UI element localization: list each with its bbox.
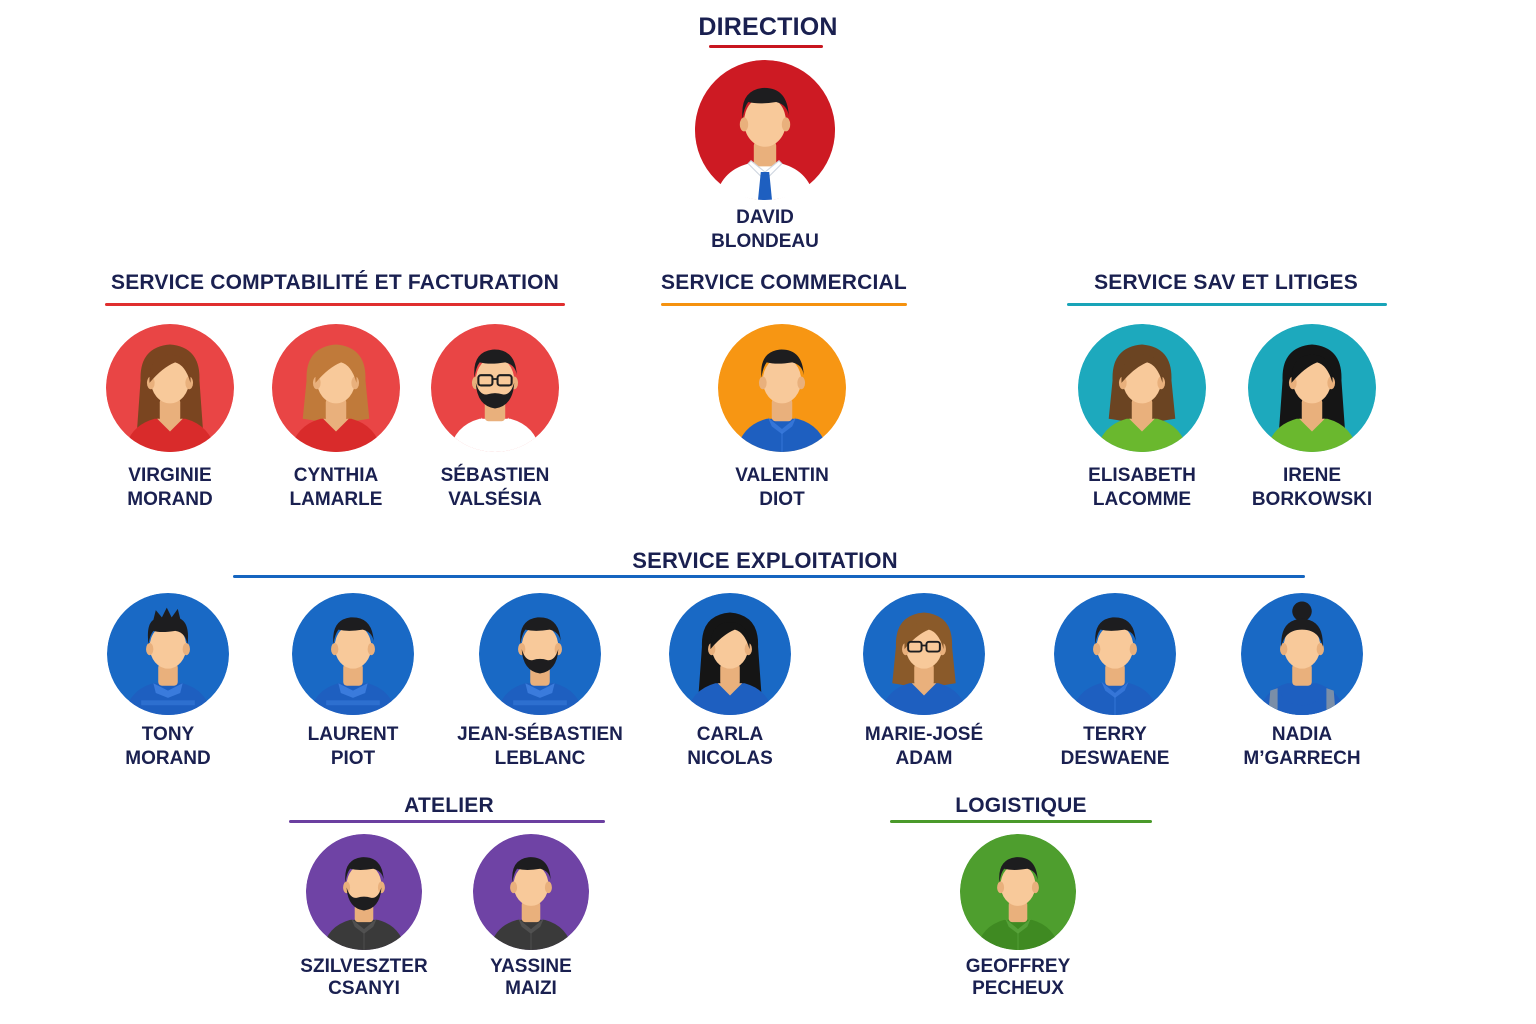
man-avatar-icon xyxy=(292,593,414,715)
direction-title: DIRECTION xyxy=(698,13,838,41)
woman-avatar-icon xyxy=(272,324,400,452)
compta-title: SERVICE COMPTABILITÉ ET FACTURATION xyxy=(110,271,560,294)
first-name: TONY xyxy=(141,724,195,745)
last-name: BLONDEAU xyxy=(711,231,819,252)
last-name: CSANYI xyxy=(328,978,400,999)
commercial-underline xyxy=(661,303,907,306)
last-name: BORKOWSKI xyxy=(1251,489,1373,510)
logistique-title: LOGISTIQUE xyxy=(955,794,1087,817)
exploitation-underline xyxy=(233,575,1305,578)
last-name: MORAND xyxy=(127,489,213,510)
last-name: MORAND xyxy=(125,748,211,769)
last-name: LACOMME xyxy=(1092,489,1192,510)
man-avatar-icon xyxy=(1054,593,1176,715)
first-name: VALENTIN xyxy=(735,465,829,486)
first-name: TERRY xyxy=(1083,724,1147,745)
last-name: PECHEUX xyxy=(972,978,1064,999)
person-terry-deswaene: TERRY DESWAENE xyxy=(1015,593,1215,771)
person-irene-borkowski: IRENE BORKOWSKI xyxy=(1212,324,1412,512)
woman-avatar-icon xyxy=(1078,324,1206,452)
woman-bun-avatar-icon xyxy=(1241,593,1363,715)
person-marie-jose-adam: MARIE-JOSÉ ADAM xyxy=(824,593,1024,771)
person-sebastien-valsesia: SÉBASTIEN VALSÉSIA xyxy=(395,324,595,512)
last-name: MAIZI xyxy=(505,978,557,999)
first-name: VIRGINIE xyxy=(128,465,212,486)
first-name: CARLA xyxy=(696,724,764,745)
woman-long-hair-avatar-icon xyxy=(669,593,791,715)
man-beard-glasses-avatar-icon xyxy=(431,324,559,452)
last-name: VALSÉSIA xyxy=(448,489,542,510)
person-virginie-morand: VIRGINIE MORAND xyxy=(70,324,270,512)
person-carla-nicolas: CARLA NICOLAS xyxy=(630,593,830,771)
last-name: LEBLANC xyxy=(494,748,586,769)
last-name: LAMARLE xyxy=(289,489,383,510)
first-name: LAURENT xyxy=(307,724,399,745)
man-avatar-icon xyxy=(960,834,1076,950)
first-name: SÉBASTIEN xyxy=(440,465,550,486)
person-elisabeth-lacomme: ELISABETH LACOMME xyxy=(1042,324,1242,512)
woman-long-hair-avatar-icon xyxy=(1248,324,1376,452)
first-name: SZILVESZTER xyxy=(300,956,428,977)
man-beard-avatar-icon xyxy=(306,834,422,950)
person-laurent-piot: LAURENT PIOT xyxy=(253,593,453,771)
last-name: M’GARRECH xyxy=(1243,748,1361,769)
person-cynthia-lamarle: CYNTHIA LAMARLE xyxy=(236,324,436,512)
direction-underline xyxy=(709,45,823,48)
first-name: CYNTHIA xyxy=(293,465,379,486)
last-name: ADAM xyxy=(895,748,953,769)
woman-long-hair-avatar-icon xyxy=(106,324,234,452)
person-tony-morand: TONY MORAND xyxy=(68,593,268,771)
person-nadia-mgarrech: NADIA M’GARRECH xyxy=(1202,593,1402,771)
logistique-underline xyxy=(890,820,1152,823)
last-name: PIOT xyxy=(330,748,376,769)
man-avatar-icon xyxy=(718,324,846,452)
atelier-title: ATELIER xyxy=(404,794,494,817)
last-name: DESWAENE xyxy=(1060,748,1170,769)
man-beard-avatar-icon xyxy=(479,593,601,715)
man-tie-avatar-icon xyxy=(690,60,840,200)
woman-glasses-avatar-icon xyxy=(863,593,985,715)
first-name: ELISABETH xyxy=(1088,465,1196,486)
first-name: MARIE-JOSÉ xyxy=(864,724,984,745)
man-spiky-hair-avatar-icon xyxy=(107,593,229,715)
atelier-underline xyxy=(289,820,605,823)
exploitation-title: SERVICE EXPLOITATION xyxy=(632,548,898,573)
first-name: DAVID xyxy=(736,207,794,228)
first-name: GEOFFREY xyxy=(965,956,1071,977)
sav-title: SERVICE SAV ET LITIGES xyxy=(1094,271,1358,294)
first-name: NADIA xyxy=(1271,724,1333,745)
man-avatar-icon xyxy=(473,834,589,950)
compta-underline xyxy=(105,303,565,306)
last-name: DIOT xyxy=(759,489,805,510)
first-name: YASSINE xyxy=(490,956,572,977)
last-name: NICOLAS xyxy=(687,748,773,769)
first-name: JEAN-SÉBASTIEN xyxy=(457,724,623,745)
first-name: IRENE xyxy=(1282,465,1342,486)
person-jean-sebastien-leblanc: JEAN-SÉBASTIEN LEBLANC xyxy=(440,593,640,771)
sav-underline xyxy=(1067,303,1387,306)
commercial-title: SERVICE COMMERCIAL xyxy=(661,271,907,294)
person-valentin-diot: VALENTIN DIOT xyxy=(682,324,882,512)
person-david-blondeau: DAVID BLONDEAU xyxy=(665,60,865,254)
